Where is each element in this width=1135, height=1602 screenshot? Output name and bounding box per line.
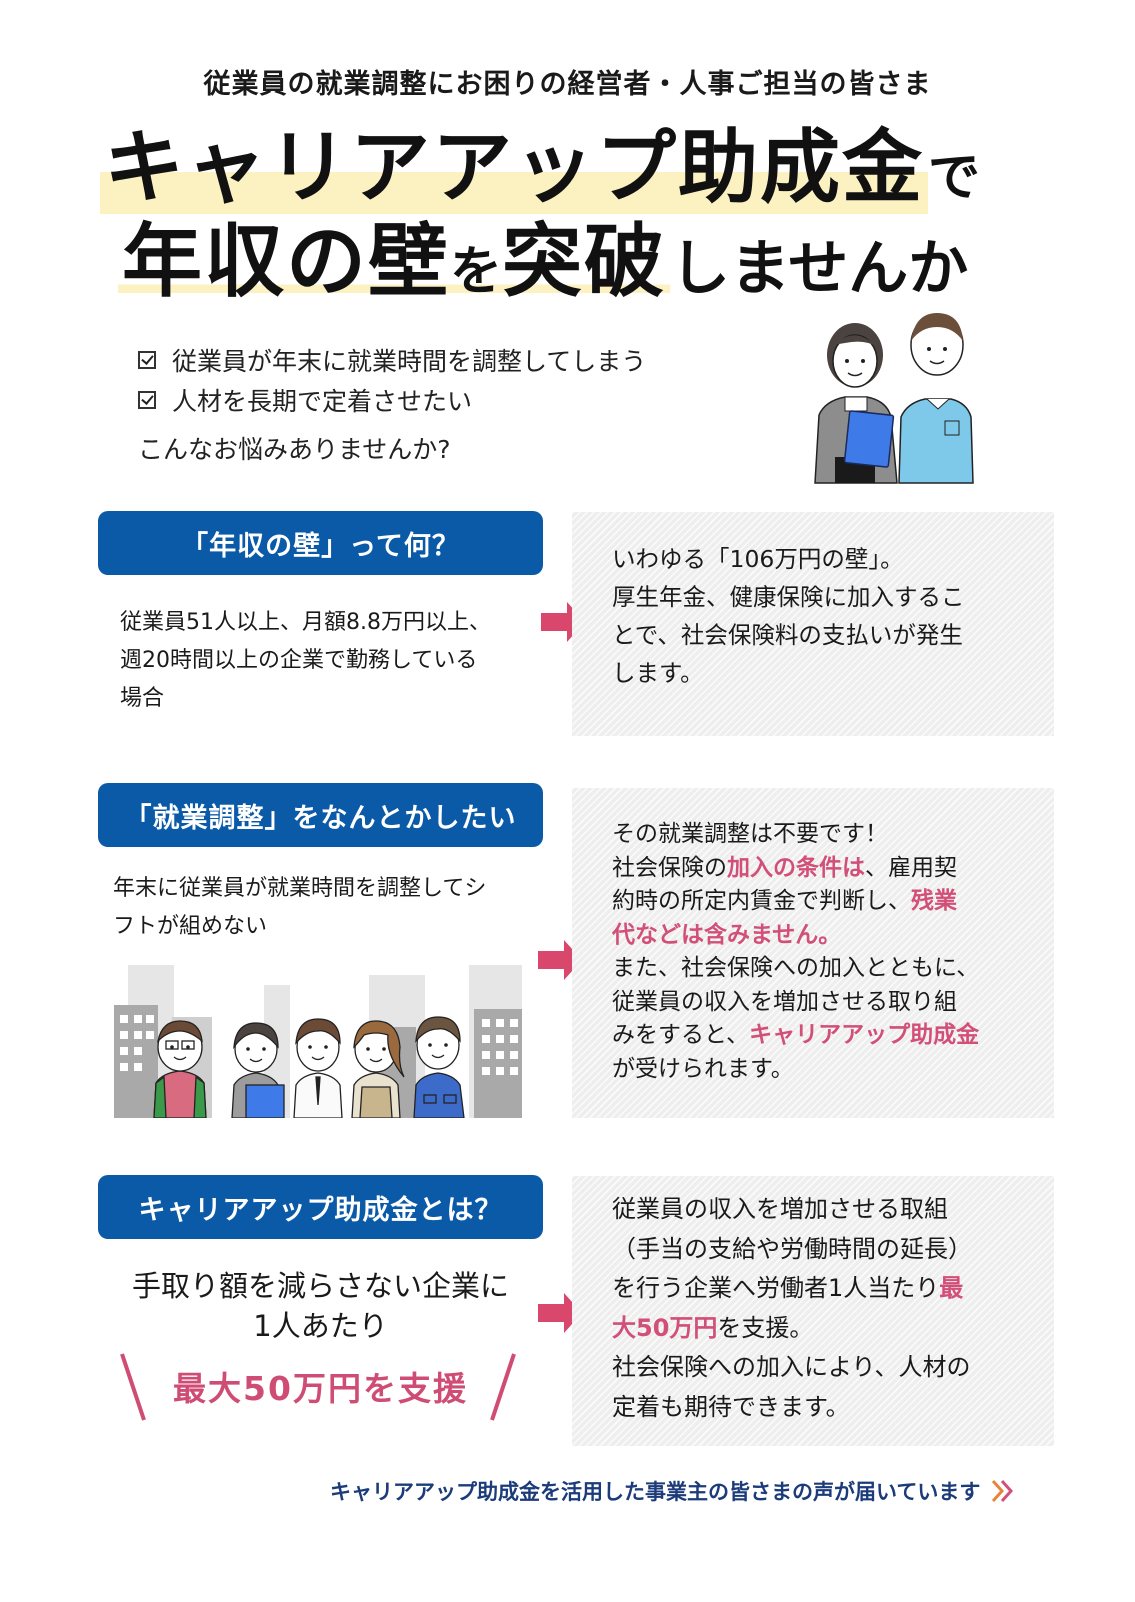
section-1-left-text: 従業員51人以上、月額8.8万円以上、 週20時間以上の企業で勤務している 場合 [120, 604, 491, 718]
testimonials-link[interactable]: キャリアアップ助成金を活用した事業主の皆さまの声が届いています [330, 1476, 1016, 1506]
section-label-shugyo-chosei: 「就業調整」をなんとかしたい [98, 783, 543, 847]
emphasis-text: 代などは含みません。 [612, 921, 842, 948]
checkbox-checked-icon [138, 391, 156, 409]
text-line: いわゆる「106万円の壁」。 [612, 545, 904, 573]
text-line: みをすると、キャリアアップ助成金 [612, 1019, 1014, 1053]
emphasis-text: キャリアアップ助成金 [749, 1022, 980, 1048]
checkbox-checked-icon [138, 351, 156, 369]
text-line: が受けられます。 [612, 1055, 794, 1082]
headline-particle-wo: を [450, 242, 503, 302]
text-line: また、社会保険への加入とともに、 [612, 955, 980, 981]
section-2-left-text: 年末に従業員が就業時間を調整してシ フトが組めない [113, 870, 486, 946]
headline-particle: で [928, 148, 981, 208]
emphasis-text: 大50万円 [612, 1313, 718, 1342]
headline-nenshu-kabe: 年収の壁 [122, 215, 450, 308]
headline-line-1: キャリアアップ助成金で [100, 121, 981, 214]
text-line: 社会保険への加入により、人材の [612, 1353, 971, 1381]
arrow-right-icon [538, 1293, 582, 1333]
text-line: 大50万円を支援。 [612, 1309, 1014, 1349]
page-subtitle: 従業員の就業調整にお困りの経営者・人事ご担当の皆さま [203, 69, 932, 100]
workers-city-illustration-icon [114, 965, 522, 1118]
section-label-career-up-subsidy: キャリアアップ助成金とは？ [98, 1175, 543, 1239]
max-amount-text: 最大50万円を支援 [173, 1369, 468, 1408]
section-3-left-line-2: 1人あたり [253, 1309, 388, 1343]
headline-line-2: 年収の壁を突破しませんか [118, 222, 968, 302]
concern-list: 従業員が年末に就業時間を調整してしまう 人材を長期で定着させたい こんなお悩みあ… [138, 340, 646, 468]
staff-illustration-icon [814, 313, 974, 484]
text-span: を支援。 [717, 1313, 814, 1342]
text-span: 約時の所定内賃金で判断し、 [612, 888, 911, 914]
section-label-nenshu-kabe: 「年収の壁」って何？ [98, 511, 543, 575]
text-span: を行う企業へ労働者1人当たり [612, 1274, 940, 1302]
text-span: 、雇用契 [865, 854, 957, 881]
text-line: 週20時間以上の企業で勤務している [120, 648, 478, 673]
headline-emphasis: キャリアアップ助成金 [100, 121, 928, 214]
text-line: その就業調整は不要です！ [612, 821, 888, 847]
concern-item: 従業員が年末に就業時間を調整してしまう [138, 340, 646, 380]
text-line: します。 [612, 659, 704, 687]
double-chevron-right-icon [992, 1479, 1014, 1503]
text-line: 従業員の収入を増加させる取り組 [612, 988, 957, 1015]
arrow-right-icon [538, 940, 582, 980]
emphasis-text: 残業 [911, 888, 957, 914]
text-line: 厚生年金、健康保険に加入するこ [612, 583, 965, 611]
emphasis-slash-right-icon [490, 1353, 516, 1421]
text-line: フトが組めない [113, 914, 268, 939]
text-line: とで、社会保険料の支払いが発生 [612, 621, 963, 649]
text-span: みをすると、 [612, 1022, 750, 1048]
section-3-explanation-panel: 従業員の収入を増加させる取組 （手当の支給や労働時間の延長） を行う企業へ労働者… [572, 1176, 1054, 1446]
text-line: （手当の支給や労働時間の延長） [612, 1234, 972, 1263]
text-line: 年末に従業員が就業時間を調整してシ [113, 876, 487, 901]
section-1-explanation-panel: いわゆる「106万円の壁」。 厚生年金、健康保険に加入するこ とで、社会保険料の… [572, 512, 1054, 736]
text-line: 約時の所定内賃金で判断し、残業 [612, 885, 1014, 919]
max-amount-callout: 最大50万円を支援 [98, 1352, 543, 1422]
concern-question: こんなお悩みありませんか? [138, 435, 451, 464]
headline-highlight: 年収の壁を突破 [118, 222, 671, 302]
text-line: 従業員の収入を増加させる取組 [612, 1195, 948, 1223]
emphasis-slash-left-icon [120, 1353, 146, 1421]
emphasis-text: 最 [939, 1274, 964, 1302]
concern-item: 人材を長期で定着させたい [138, 380, 646, 420]
text-line: 定着も期待できます。 [612, 1392, 850, 1421]
text-span: 社会保険の [612, 854, 727, 881]
text-line: を行う企業へ労働者1人当たり最 [612, 1269, 1014, 1309]
section-2-explanation-panel: その就業調整は不要です！ 社会保険の加入の条件は、雇用契 約時の所定内賃金で判断… [572, 788, 1054, 1118]
section-3-left-line-1: 手取り額を減らさない企業に [131, 1269, 509, 1303]
headline-tail: しませんか [670, 234, 969, 304]
concern-text: 従業員が年末に就業時間を調整してしまう [172, 347, 647, 376]
emphasis-text: 加入の条件は [727, 854, 865, 881]
text-line: 場合 [120, 686, 165, 711]
headline-toppa: 突破 [502, 215, 667, 308]
concern-text: 人材を長期で定着させたい [172, 387, 473, 416]
text-line: 従業員51人以上、月額8.8万円以上、 [120, 610, 491, 635]
text-line: 社会保険の加入の条件は、雇用契 [612, 852, 1014, 886]
testimonials-link-text[interactable]: キャリアアップ助成金を活用した事業主の皆さまの声が届いています [330, 1480, 981, 1504]
